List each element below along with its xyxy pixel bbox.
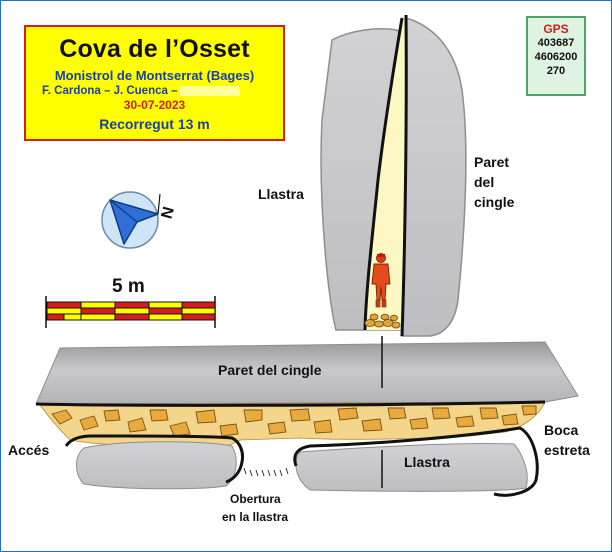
scale-label: 5 m [112, 276, 145, 297]
section-wall-label-3: cingle [474, 194, 515, 210]
person-figure-icon [371, 253, 391, 308]
opening-label-2: en la llastra [222, 510, 289, 524]
cave-outer-wall [35, 400, 546, 407]
opening-ticks [243, 467, 289, 477]
gps-y: 4606200 [534, 51, 578, 63]
section-wall-label-1: Paret [474, 154, 510, 170]
survey-length: Recorregut 13 m [99, 116, 210, 132]
mouth-label-2: estreta [544, 442, 590, 458]
opening-label-1: Obertura [230, 492, 281, 506]
authors-names: F. Cardona – J. Cuenca – [42, 85, 178, 97]
cliff-wall-band [35, 341, 579, 405]
redacted-name [179, 85, 240, 96]
mouth-label-1: Boca [544, 422, 579, 438]
left-llastra-block [76, 441, 237, 490]
access-label: Accés [8, 442, 50, 458]
section-wall-label-2: del [474, 174, 495, 190]
section-llastra-label: Llastra [258, 186, 304, 202]
fissure-interior [365, 18, 406, 330]
authors-text: F. Cardona – J. Cuenca – [26, 85, 283, 97]
survey-date: 30-07-2023 [123, 98, 186, 112]
title-box: Cova de l’Osset Monistrol de Montserrat … [24, 25, 285, 141]
scale-bar [45, 296, 216, 328]
compass-icon [101, 191, 161, 249]
gps-box: GPS 403687 4606200 270 [526, 16, 586, 96]
vertical-section [320, 14, 467, 337]
section-floor-debris [364, 313, 401, 329]
floor-stones [51, 405, 537, 437]
gps-x: 403687 [537, 37, 575, 49]
gps-label: GPS [543, 22, 569, 36]
plan-llastra-label: Llastra [404, 454, 450, 470]
cliff-wall-rock [401, 17, 467, 337]
cave-title: Cova de l’Osset [59, 35, 250, 63]
fissure-right-edge [400, 14, 408, 337]
cave-entry-wall [64, 434, 244, 484]
gps-z: 270 [546, 65, 566, 77]
cave-inner-wall [293, 426, 539, 497]
fissure-left-edge [363, 17, 404, 331]
plan-wall-label: Paret del cingle [218, 362, 322, 378]
plan-view [35, 336, 579, 497]
right-llastra-block [295, 442, 528, 492]
location-text: Monistrol de Montserrat (Bages) [54, 68, 255, 83]
